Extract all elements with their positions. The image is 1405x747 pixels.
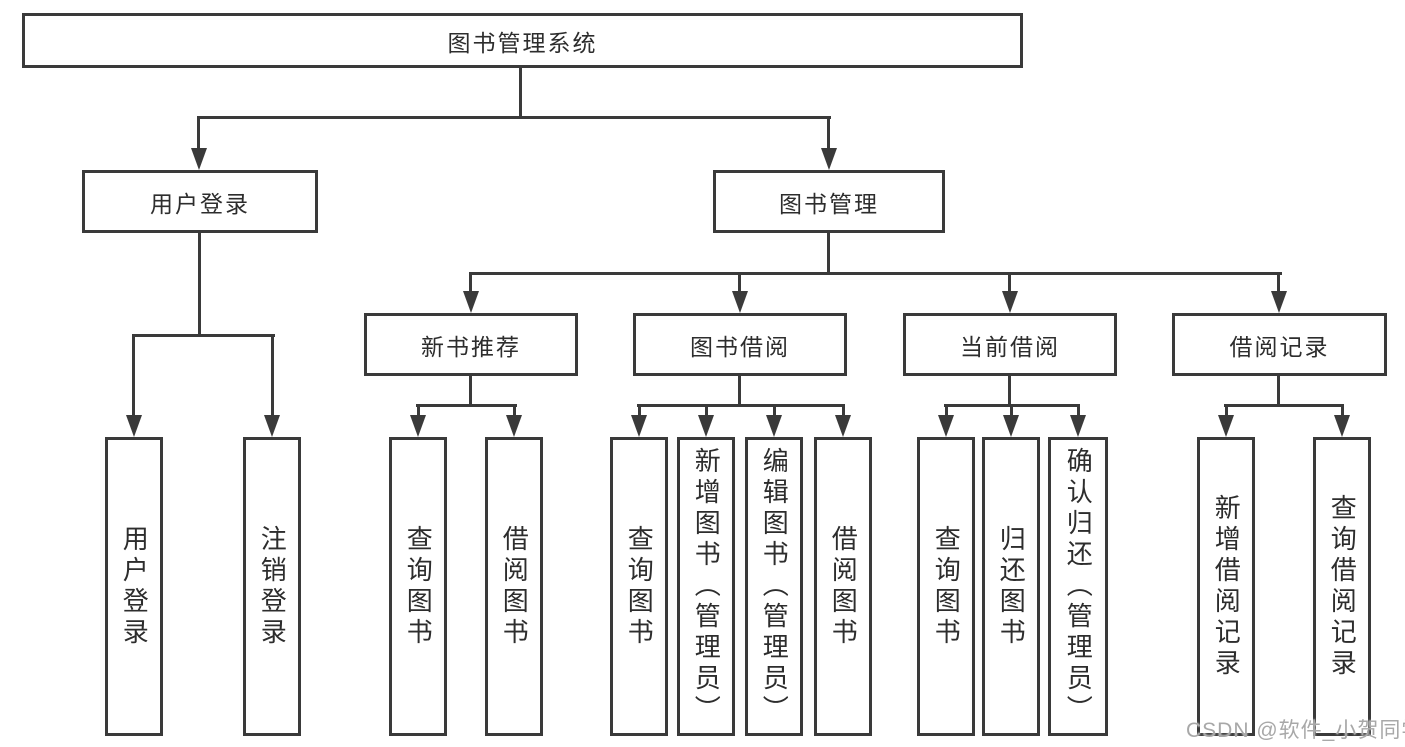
connector-section-stem bbox=[1008, 376, 1011, 407]
connector-drop-leaf bbox=[513, 404, 516, 417]
arrowhead-icon bbox=[1334, 415, 1350, 437]
connector-root-stem bbox=[519, 68, 522, 118]
leaf-add-borrow-record: 新增借阅记录 bbox=[1197, 437, 1255, 736]
leaf-return-book-label: 归还图书 bbox=[996, 524, 1027, 649]
leaf-user-login: 用户登录 bbox=[105, 437, 163, 736]
node-new-book-recommend-label: 新书推荐 bbox=[421, 333, 521, 360]
connector-section-stem bbox=[738, 376, 741, 407]
root-node-label: 图书管理系统 bbox=[447, 29, 598, 56]
arrowhead-icon bbox=[1003, 415, 1019, 437]
node-book-mgmt-label: 图书管理 bbox=[779, 190, 879, 217]
connector-drop-leaf bbox=[1225, 404, 1228, 417]
arrowhead-icon bbox=[410, 415, 426, 437]
leaf-query-book: 查询图书 bbox=[389, 437, 447, 736]
connector-drop-leaf bbox=[271, 334, 274, 418]
leaf-add-borrow-record-label: 新增借阅记录 bbox=[1211, 493, 1242, 680]
arrowhead-icon bbox=[766, 415, 782, 437]
arrowhead-icon bbox=[191, 148, 207, 170]
node-book-mgmt: 图书管理 bbox=[713, 170, 945, 233]
arrowhead-icon bbox=[1002, 291, 1018, 313]
connector-sub-bus bbox=[637, 404, 845, 407]
node-current-borrow: 当前借阅 bbox=[903, 313, 1117, 376]
leaf-query-book: 查询图书 bbox=[610, 437, 668, 736]
node-new-book-recommend: 新书推荐 bbox=[364, 313, 578, 376]
connector-user-login-stem bbox=[198, 233, 201, 337]
root-node: 图书管理系统 bbox=[22, 13, 1023, 68]
node-user-login: 用户登录 bbox=[82, 170, 318, 233]
arrowhead-icon bbox=[732, 291, 748, 313]
leaf-return-book: 归还图书 bbox=[982, 437, 1040, 736]
connector-drop-user-login bbox=[197, 116, 200, 152]
arrowhead-icon bbox=[126, 415, 142, 437]
leaf-borrow-book: 借阅图书 bbox=[485, 437, 543, 736]
connector-drop-leaf bbox=[945, 404, 948, 417]
arrowhead-icon bbox=[463, 291, 479, 313]
arrowhead-icon bbox=[506, 415, 522, 437]
leaf-add-book-admin-label: 新增图书（管理员） bbox=[691, 447, 722, 726]
connector-level2-bus bbox=[197, 116, 831, 119]
connector-level3-bus bbox=[469, 272, 1282, 275]
leaf-edit-book-admin-label: 编辑图书（管理员） bbox=[759, 447, 790, 726]
connector-drop-book-mgmt bbox=[827, 116, 830, 152]
node-current-borrow-label: 当前借阅 bbox=[960, 333, 1060, 360]
arrowhead-icon bbox=[835, 415, 851, 437]
leaf-edit-book-admin: 编辑图书（管理员） bbox=[745, 437, 803, 736]
leaf-query-book-label: 查询图书 bbox=[931, 524, 962, 649]
node-borrow-record-label: 借阅记录 bbox=[1229, 333, 1330, 360]
leaf-logout: 注销登录 bbox=[243, 437, 301, 736]
connector-drop-leaf bbox=[132, 334, 135, 418]
node-user-login-label: 用户登录 bbox=[150, 190, 250, 217]
arrowhead-icon bbox=[631, 415, 647, 437]
leaf-query-borrow-record: 查询借阅记录 bbox=[1313, 437, 1371, 736]
leaf-user-login-label: 用户登录 bbox=[119, 524, 150, 649]
leaf-confirm-return-admin-label: 确认归还（管理员） bbox=[1063, 447, 1094, 726]
connector-drop-section bbox=[1277, 272, 1280, 294]
arrowhead-icon bbox=[938, 415, 954, 437]
connector-drop-section bbox=[738, 272, 741, 294]
connector-sub-bus bbox=[1224, 404, 1344, 407]
connector-drop-section bbox=[1008, 272, 1011, 294]
node-book-borrow-label: 图书借阅 bbox=[690, 333, 790, 360]
node-borrow-record: 借阅记录 bbox=[1172, 313, 1387, 376]
connector-drop-leaf bbox=[1077, 404, 1080, 417]
leaf-query-book: 查询图书 bbox=[917, 437, 975, 736]
connector-drop-section bbox=[469, 272, 472, 294]
arrowhead-icon bbox=[264, 415, 280, 437]
leaf-confirm-return-admin: 确认归还（管理员） bbox=[1048, 437, 1108, 736]
leaf-borrow-book: 借阅图书 bbox=[814, 437, 872, 736]
arrowhead-icon bbox=[1070, 415, 1086, 437]
leaf-logout-label: 注销登录 bbox=[257, 524, 288, 649]
connector-book-mgmt-stem bbox=[827, 233, 830, 275]
leaf-query-book-label: 查询图书 bbox=[403, 524, 434, 649]
leaf-query-borrow-record-label: 查询借阅记录 bbox=[1327, 493, 1358, 680]
arrowhead-icon bbox=[1271, 291, 1287, 313]
arrowhead-icon bbox=[1218, 415, 1234, 437]
node-book-borrow: 图书借阅 bbox=[633, 313, 847, 376]
leaf-add-book-admin: 新增图书（管理员） bbox=[677, 437, 735, 736]
connector-drop-leaf bbox=[1010, 404, 1013, 417]
connector-section-stem bbox=[469, 376, 472, 407]
csdn-watermark: CSDN @软件_小贺同学 bbox=[1186, 719, 1405, 742]
connector-sub-bus bbox=[416, 404, 517, 407]
leaf-borrow-book-label: 借阅图书 bbox=[499, 524, 530, 649]
leaf-borrow-book-label: 借阅图书 bbox=[828, 524, 859, 649]
connector-section-stem bbox=[1277, 376, 1280, 407]
connector-drop-leaf bbox=[417, 404, 420, 417]
connector-drop-leaf bbox=[842, 404, 845, 417]
connector-drop-leaf bbox=[638, 404, 641, 417]
arrowhead-icon bbox=[698, 415, 714, 437]
connector-drop-leaf bbox=[1341, 404, 1344, 417]
connector-drop-leaf bbox=[705, 404, 708, 417]
connector-drop-leaf bbox=[773, 404, 776, 417]
connector-user-login-bus bbox=[132, 334, 275, 337]
leaf-query-book-label: 查询图书 bbox=[624, 524, 655, 649]
arrowhead-icon bbox=[821, 148, 837, 170]
